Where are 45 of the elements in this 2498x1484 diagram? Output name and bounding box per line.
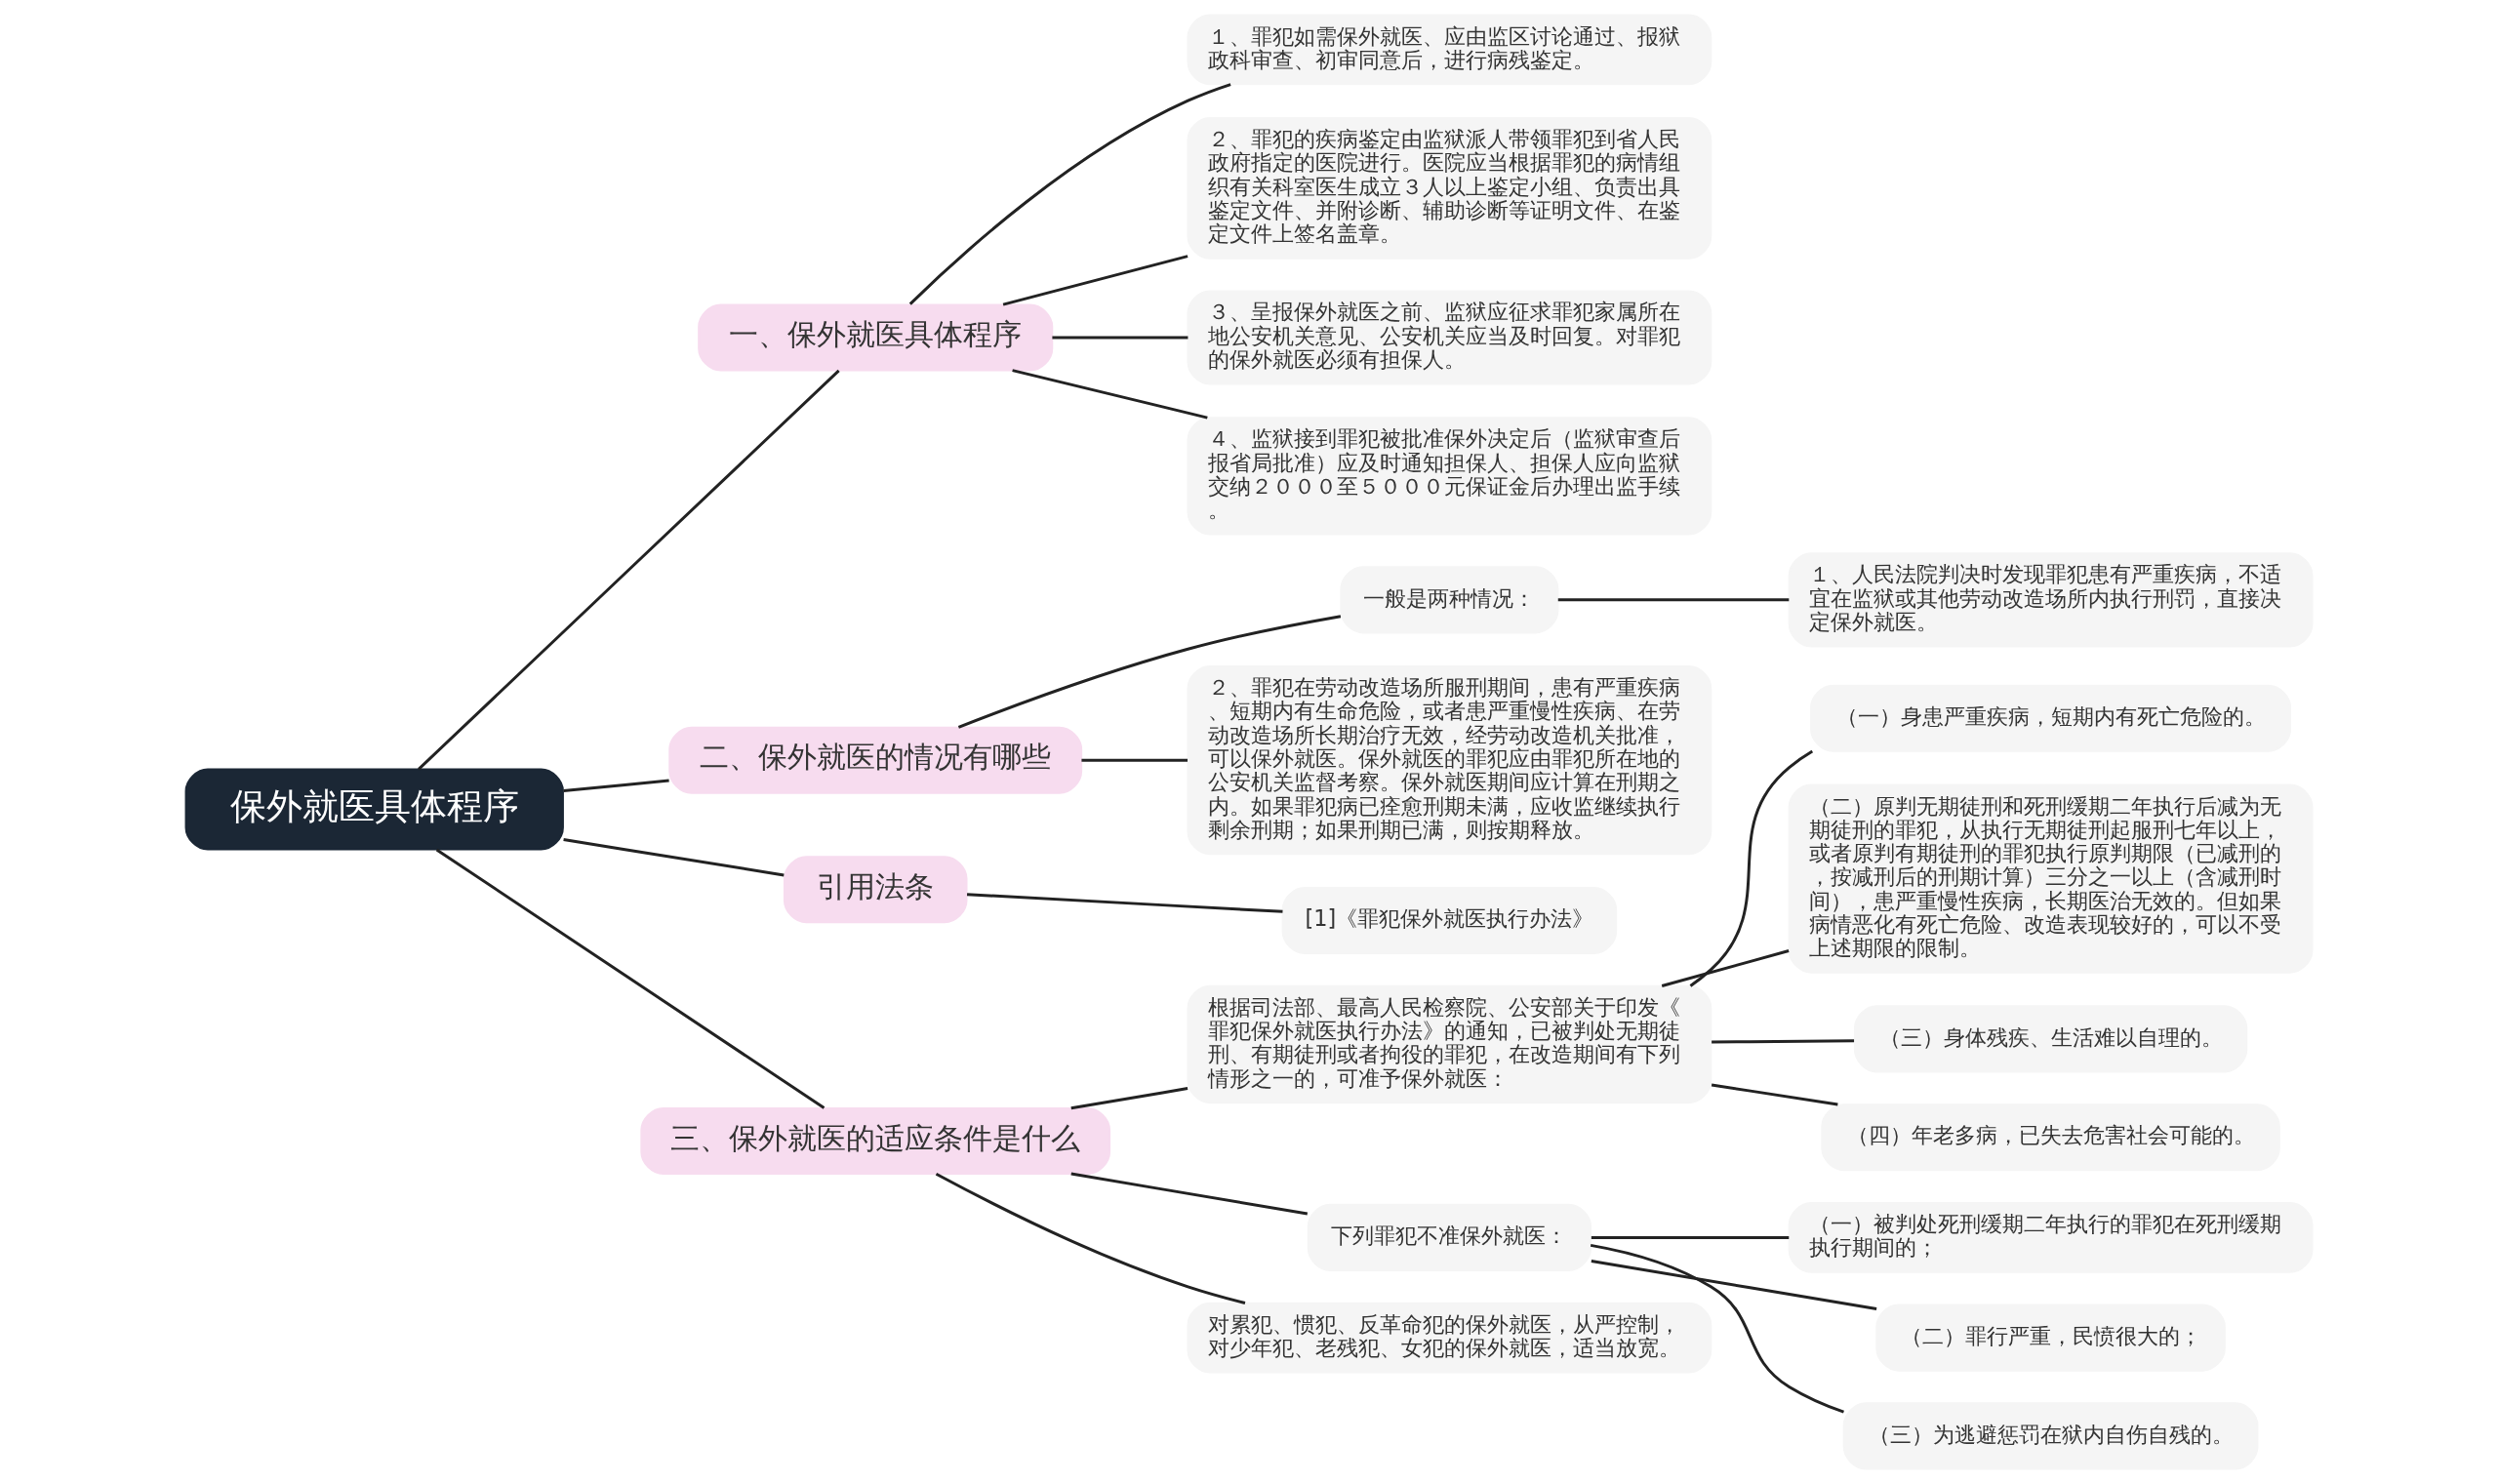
connector xyxy=(1002,255,1189,306)
node-box: （一）身患严重疾病，短期内有死亡危险的。 xyxy=(1810,684,2292,752)
connector xyxy=(1052,336,1189,340)
node-box: （三）为逃避惩罚在狱内自伤自残的。 xyxy=(1842,1402,2259,1470)
connector xyxy=(563,779,669,793)
connector xyxy=(1591,1235,1790,1239)
node-box: 一、保外就医具体程序 xyxy=(698,303,1054,372)
node-box: 根据司法部、最高人民检察院、公安部关于印发《罪犯保外就医执行办法》的通知，已被判处无期徒刑、有期徒刑或者拘役的罪犯，在改造期间有下列情形之一的，可准予保外就医： xyxy=(1187,984,1712,1104)
connector xyxy=(1661,949,1790,987)
connector xyxy=(1591,1260,1877,1310)
connector xyxy=(1590,1243,1844,1414)
node-box: [1]《罪犯保外就医执行办法》 xyxy=(1281,886,1618,955)
node-box: ２、罪犯的疾病鉴定由监狱派人带领罪犯到省人民政府指定的医院进行。医院应当根据罪犯的病情组织有关科室医生成立３人以上鉴定小组、负责出具鉴定文件、并附诊断、辅助诊断等证明文件、在鉴定文件上签名盖章。 xyxy=(1187,117,1712,260)
node-box: 引用法条 xyxy=(783,856,968,924)
node-box: 三、保外就医的适应条件是什么 xyxy=(640,1106,1111,1175)
connector xyxy=(908,83,1231,305)
node-box: （二）原判无期徒刑和死刑缓期二年执行后减为无期徒刑的罪犯，从执行无期徒刑起服刑七年以上，或者原判有期徒刑的罪犯执行原判期限（已减刑的，按减刑后的刑期计算）三分之一以上（含减刑时间），患严重慢性疾病，长期医治无效的。但如果病情恶化有死亡危险、改造表现较好的，可以不受上述期限的限制。 xyxy=(1788,783,2314,974)
connector xyxy=(966,893,1283,913)
connector xyxy=(418,369,840,771)
node-box: ３、呈报保外就医之前、监狱应征求罪犯家属所在地公安机关意见、公安机关应当及时回复。对罪犯的保外就医必须有担保人。 xyxy=(1187,290,1712,385)
connector xyxy=(1711,1083,1838,1106)
node-box: ４、监狱接到罪犯被批准保外决定后（监狱审查后报省局批准）应及时通知担保人、担保人应向监狱交纳２０００至５０００元保证金后办理出监手续。 xyxy=(1187,417,1712,536)
node-box: （二）罪行严重，民愤很大的； xyxy=(1875,1304,2226,1372)
node-box: （四）年老多病，已失去危害社会可能的。 xyxy=(1821,1103,2280,1172)
connector xyxy=(1689,749,1814,987)
node-box: 二、保外就医的情况有哪些 xyxy=(668,726,1083,794)
node-box: （三）身体残疾、生活难以自理的。 xyxy=(1853,1005,2248,1073)
connector xyxy=(1012,369,1208,420)
connector xyxy=(1557,598,1790,602)
node-box: １、罪犯如需保外就医、应由监区讨论通过、报狱政科审查、初审同意后，进行病残鉴定。 xyxy=(1187,14,1712,86)
node-box: １、人民法院判决时发现罪犯患有严重疾病，不适宜在监狱或其他劳动改造场所内执行刑罚，直接决定保外就医。 xyxy=(1788,552,2314,648)
connector xyxy=(1712,1039,1855,1044)
node-box: 保外就医具体程序 xyxy=(184,768,564,851)
node-box: （一）被判处死刑缓期二年执行的罪犯在死刑缓期执行期间的； xyxy=(1788,1201,2314,1273)
connector xyxy=(1070,1087,1189,1110)
connector xyxy=(1070,1172,1309,1216)
connector xyxy=(563,838,785,877)
connector xyxy=(435,848,826,1109)
node-box: 下列罪犯不准保外就医： xyxy=(1307,1203,1592,1271)
node-box: ２、罪犯在劳动改造场所服刑期间，患有严重疾病、短期内有生命危险，或者患严重慢性疾病、在劳动改造场所长期治疗无效，经劳动改造机关批准，可以保外就医。保外就医的罪犯应由罪犯所在地的公安机关监督考察。保外就医期间应计算在刑期之内。如果罪犯病已痊愈刑期未满，应收监继续执行剩余刑期；如果刑期已满，则按期释放。 xyxy=(1187,665,1712,856)
connector xyxy=(957,615,1342,729)
node-box: 一般是两种情况： xyxy=(1340,566,1559,634)
node-box: 对累犯、惯犯、反革命犯的保外就医，从严控制，对少年犯、老残犯、女犯的保外就医，适当放宽。 xyxy=(1187,1302,1712,1374)
connector xyxy=(1081,758,1188,762)
connector xyxy=(935,1172,1246,1304)
